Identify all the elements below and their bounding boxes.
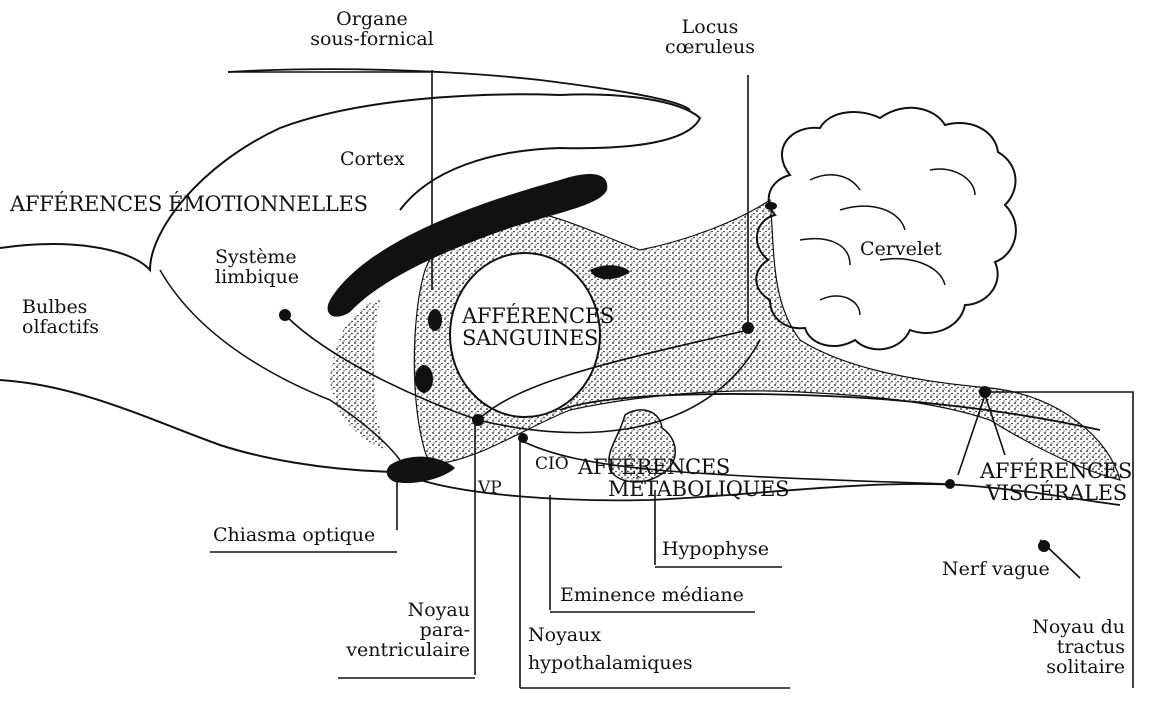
label-nerf-vague: Nerf vague	[942, 560, 1050, 580]
label-noyau-para-line3: ventriculaire	[330, 641, 470, 661]
label-bulbes-line1: Bulbes	[22, 298, 99, 318]
label-noyau-tractus-line3: solitaire	[990, 658, 1125, 678]
label-vp: VP	[478, 480, 502, 498]
label-cortex: Cortex	[340, 150, 405, 170]
stem-black	[765, 202, 777, 210]
stipple-limbique	[330, 300, 385, 450]
label-organe-line2: sous-fornical	[302, 30, 442, 50]
label-systeme: Système limbique	[215, 248, 299, 288]
label-organe: Organe sous-fornical	[302, 10, 442, 50]
label-noyau-para-line2: para-	[330, 621, 470, 641]
label-aff-emotionnelles: AFFÉRENCES ÉMOTIONNELLES	[10, 193, 368, 215]
label-aff-sanguines-line2: SANGUINES	[462, 327, 614, 349]
label-bulbes: Bulbes olfactifs	[22, 298, 99, 338]
label-aff-viscerales-line1: AFFÉRENCES	[980, 460, 1132, 482]
label-systeme-line1: Système	[215, 248, 299, 268]
cervelet-shape	[756, 108, 1016, 350]
label-noyau-para-line1: Noyau	[330, 601, 470, 621]
label-aff-sanguines-line1: AFFÉRENCES	[462, 305, 614, 327]
label-eminence: Eminence médiane	[560, 586, 744, 606]
label-locus: Locus cœruleus	[650, 18, 770, 58]
cortex-upper-outline	[228, 69, 690, 110]
label-aff-metaboliques-line1: AFFÉRENCES	[578, 456, 789, 478]
label-noyau-tractus-line2: tractus	[990, 638, 1125, 658]
noyau-black-1	[415, 365, 433, 393]
label-bulbes-line2: olfactifs	[22, 318, 99, 338]
label-aff-viscerales: AFFÉRENCES VISCÉRALES	[980, 460, 1132, 504]
noyau-black-2	[428, 309, 442, 331]
label-cio: CIO	[535, 456, 569, 474]
label-noyaux-hypo-line1: Noyaux	[528, 626, 693, 646]
label-hypophyse: Hypophyse	[662, 540, 769, 560]
label-locus-line1: Locus	[650, 18, 770, 38]
label-noyau-tractus-line1: Noyau du	[990, 618, 1125, 638]
label-aff-sanguines: AFFÉRENCES SANGUINES	[462, 305, 614, 349]
label-aff-metaboliques: AFFÉRENCES MÉTABOLIQUES	[578, 456, 789, 500]
label-noyaux-hypo: Noyaux hypothalamiques	[528, 626, 693, 674]
label-organe-line1: Organe	[302, 10, 442, 30]
label-noyau-para: Noyau para- ventriculaire	[330, 601, 470, 661]
label-locus-line2: cœruleus	[650, 38, 770, 58]
label-chiasma: Chiasma optique	[213, 526, 375, 546]
label-noyaux-hypo-line2: hypothalamiques	[528, 654, 693, 674]
label-cervelet: Cervelet	[860, 240, 942, 260]
label-systeme-line2: limbique	[215, 268, 299, 288]
label-noyau-tractus: Noyau du tractus solitaire	[990, 618, 1125, 678]
label-aff-viscerales-line2: VISCÉRALES	[986, 482, 1132, 504]
label-aff-metaboliques-line2: MÉTABOLIQUES	[608, 478, 789, 500]
